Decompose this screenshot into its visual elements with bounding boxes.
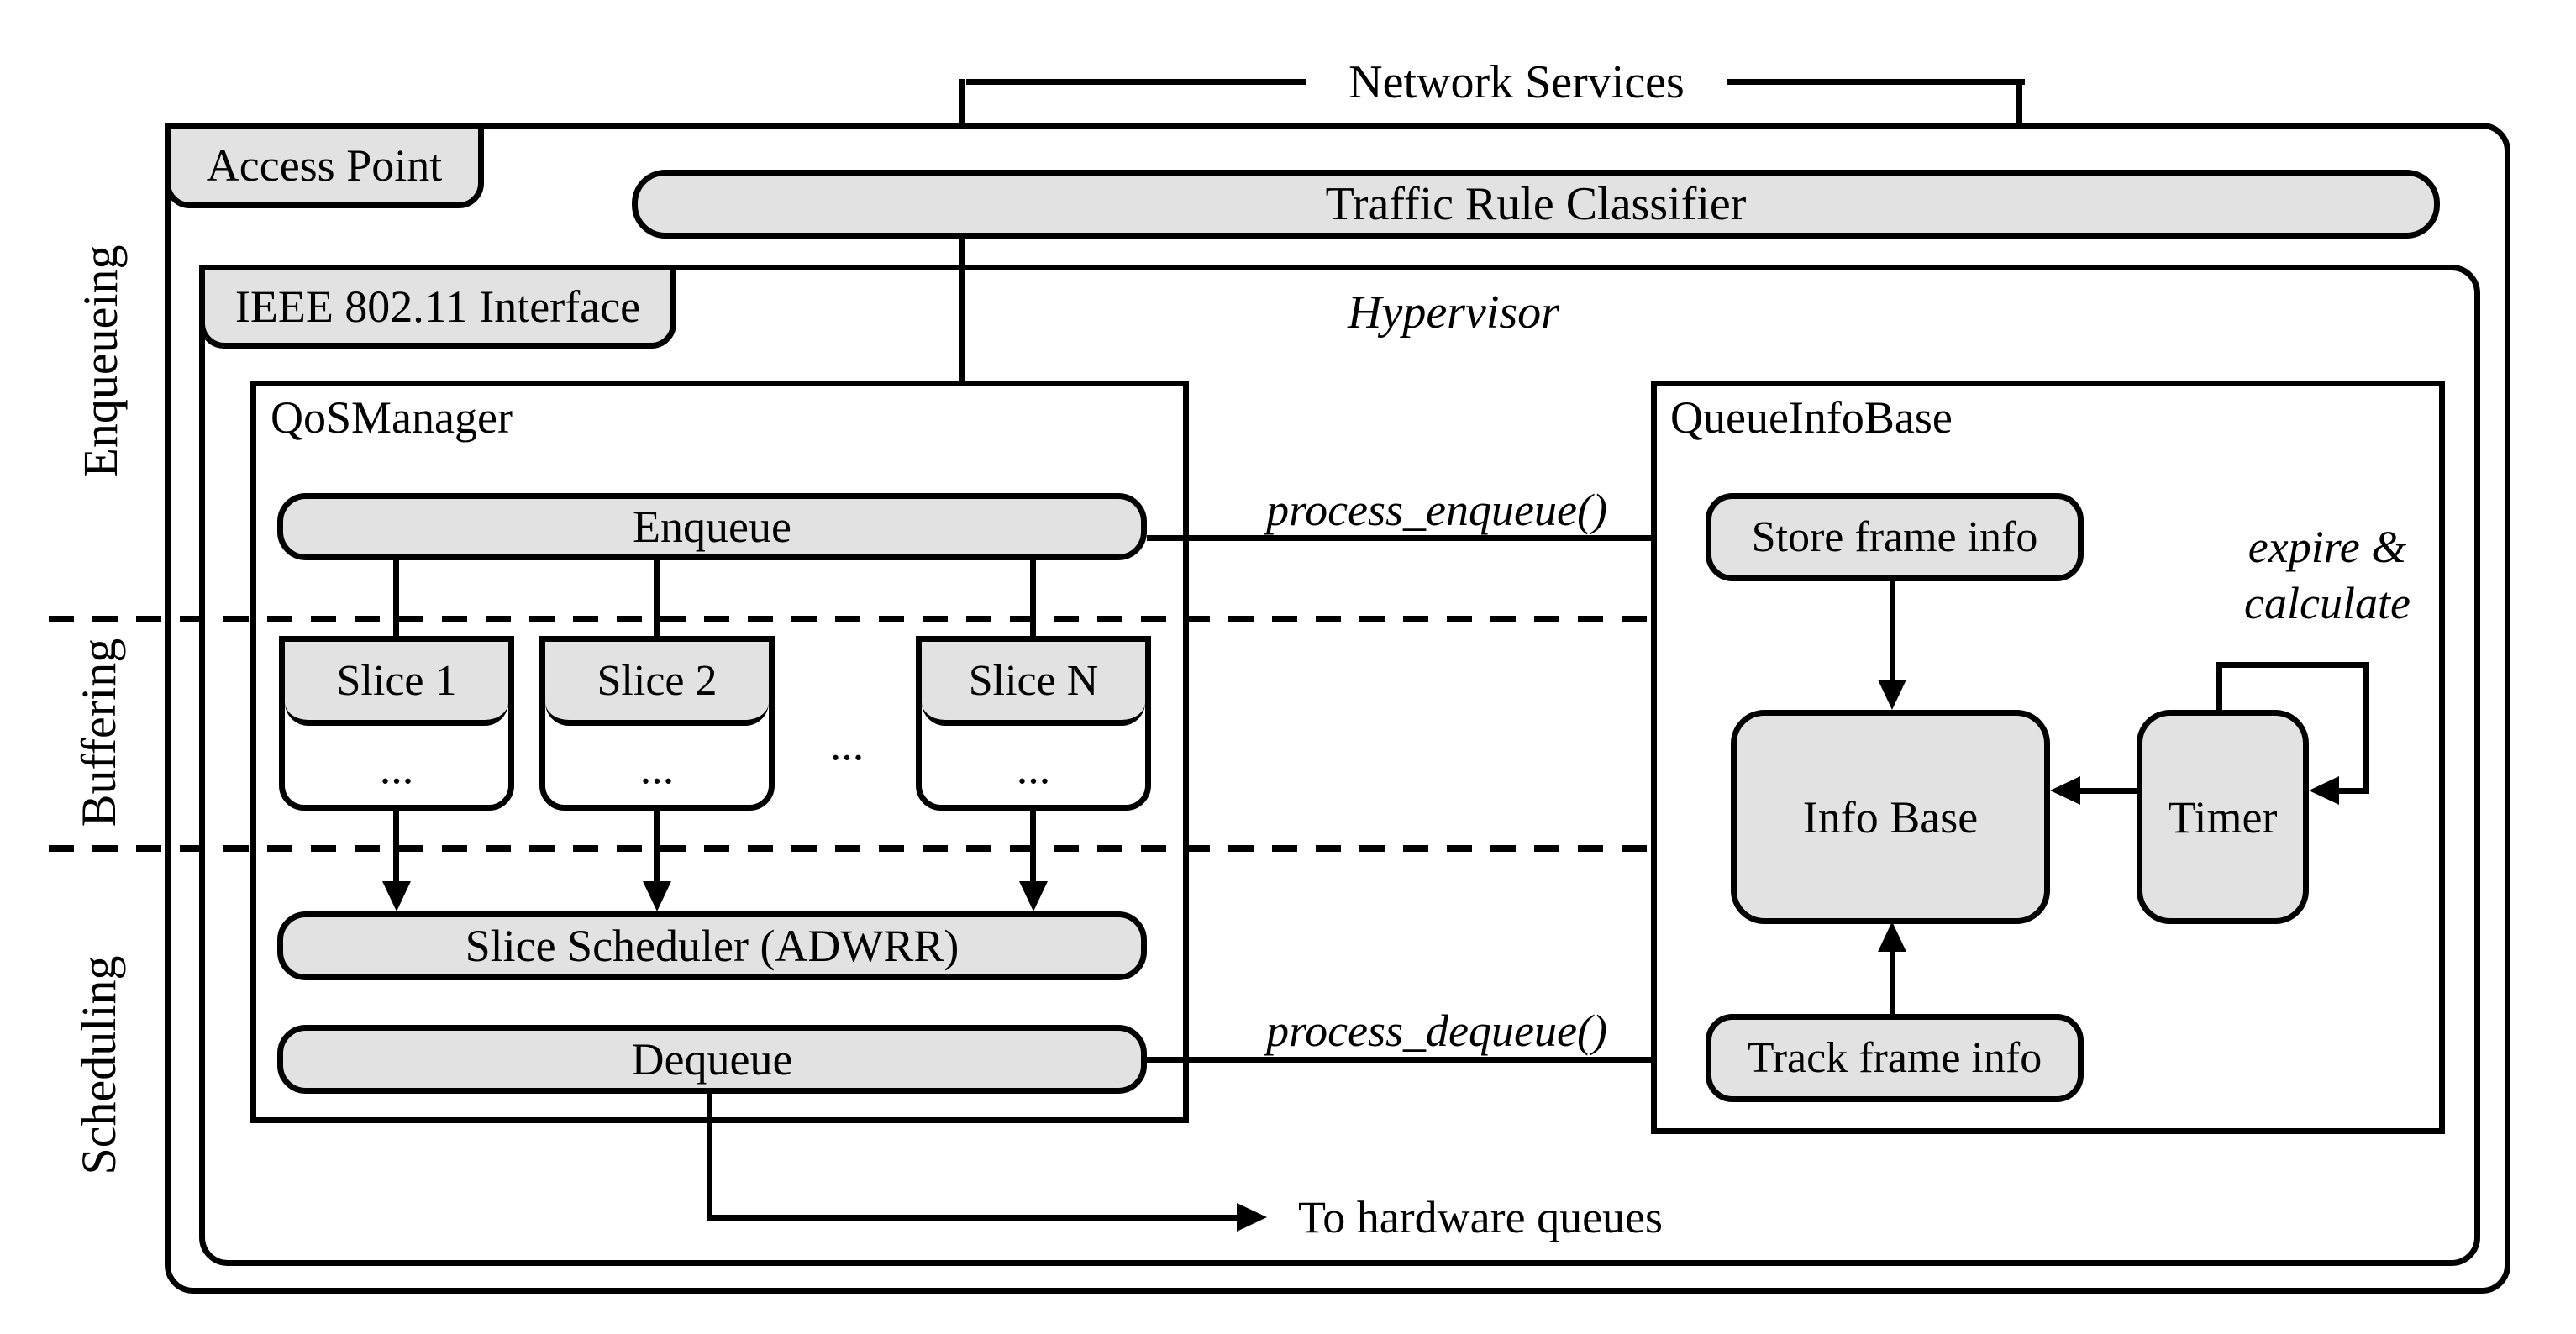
slice-2-label: Slice 2 (597, 657, 718, 705)
ieee-interface-tag: IEEE 802.11 Interface (199, 265, 676, 349)
process-enqueue-label: process_enqueue() (1266, 485, 1607, 535)
track-to-infobase-line (1890, 952, 1895, 1014)
timer-loop-up-line (2216, 662, 2222, 710)
slice-1-box: Slice 1 ... (279, 636, 514, 811)
side-label-scheduling: Scheduling (71, 955, 126, 1175)
arrowhead-slice1-scheduler (382, 881, 411, 911)
network-services-line-left (966, 79, 1306, 85)
slice-1-header: Slice 1 (285, 642, 508, 726)
dequeue-label: Dequeue (631, 1034, 793, 1085)
slice-n-body: ... (1016, 743, 1051, 793)
slice-2-body: ... (639, 743, 675, 793)
to-hardware-label: To hardware queues (1298, 1192, 1664, 1242)
slice-n-box: Slice N ... (916, 636, 1151, 811)
dequeue-box: Dequeue (277, 1025, 1147, 1094)
timer-box: Timer (2137, 710, 2309, 924)
classifier-to-enqueue-line (959, 237, 965, 466)
qos-manager-title: QoSManager (271, 392, 513, 443)
arrowhead-timer-loop (2309, 776, 2339, 805)
timer-loop-right-line (2363, 662, 2369, 794)
timer-loop-top-line (2216, 662, 2369, 668)
slice-scheduler-box: Slice Scheduler (ADWRR) (277, 911, 1147, 980)
access-point-tag: Access Point (165, 123, 484, 208)
process-dequeue-line (1147, 1057, 1680, 1063)
dashed-line-buffering (49, 616, 1651, 622)
enqueue-slice2-line (654, 560, 660, 636)
arrowhead-sliceN-scheduler (1019, 881, 1048, 911)
traffic-rule-classifier-box: Traffic Rule Classifier (632, 170, 2440, 239)
slice-n-header: Slice N (922, 642, 1145, 726)
slice-1-body: ... (379, 743, 414, 793)
slice-n-label: Slice N (968, 657, 1099, 705)
slice-gap-dots: ... (829, 719, 865, 769)
timer-to-infobase-line (2078, 788, 2137, 794)
track-frame-info-label: Track frame info (1747, 1034, 2042, 1082)
arrowhead-to-hardware (1237, 1203, 1267, 1232)
track-frame-info-box: Track frame info (1706, 1014, 2084, 1102)
process-enqueue-line (1147, 535, 1680, 541)
hypervisor-label: Hypervisor (1348, 286, 1559, 339)
store-frame-info-label: Store frame info (1751, 513, 2038, 561)
arrowhead-track-infobase (1878, 922, 1906, 952)
expire-line1: expire & (2247, 521, 2407, 572)
network-services-label: Network Services (1348, 56, 1685, 108)
process-dequeue-label: process_dequeue() (1266, 1006, 1607, 1056)
info-base-label: Info Base (1802, 791, 1979, 843)
expire-line2: calculate (2244, 578, 2410, 628)
network-services-drop-left (959, 79, 965, 143)
access-point-label: Access Point (206, 140, 443, 191)
ieee-interface-label: IEEE 802.11 Interface (234, 281, 641, 332)
slice-2-header: Slice 2 (545, 642, 769, 726)
expire-calculate-label: expire & calculate (2159, 517, 2495, 634)
dequeue-down-line (707, 1094, 712, 1221)
traffic-rule-classifier-label: Traffic Rule Classifier (1325, 178, 1747, 230)
slice-2-box: Slice 2 ... (539, 636, 775, 811)
network-services-line-right (1727, 79, 2025, 85)
info-base-box: Info Base (1731, 710, 2050, 924)
dashed-line-scheduling (49, 845, 1651, 852)
enqueue-box: Enqueue (277, 493, 1147, 560)
enqueue-label: Enqueue (633, 502, 791, 552)
arrowhead-slice2-scheduler (643, 881, 671, 911)
enqueue-slice1-line (393, 560, 399, 636)
queue-info-base-title: QueueInfoBase (1670, 392, 1953, 443)
timer-loop-bottom-line (2337, 788, 2369, 794)
enqueue-sliceN-line (1030, 560, 1036, 636)
store-to-infobase-line (1890, 581, 1895, 684)
slice-1-label: Slice 1 (336, 657, 457, 705)
arrowhead-store-infobase (1878, 680, 1906, 710)
network-services-drop-right (2016, 79, 2022, 143)
arrowhead-timer-infobase (2050, 776, 2080, 805)
slice-scheduler-label: Slice Scheduler (ADWRR) (465, 921, 959, 971)
timer-label: Timer (2168, 791, 2278, 843)
to-hardware-line (707, 1215, 1237, 1221)
store-frame-info-box: Store frame info (1706, 493, 2084, 581)
